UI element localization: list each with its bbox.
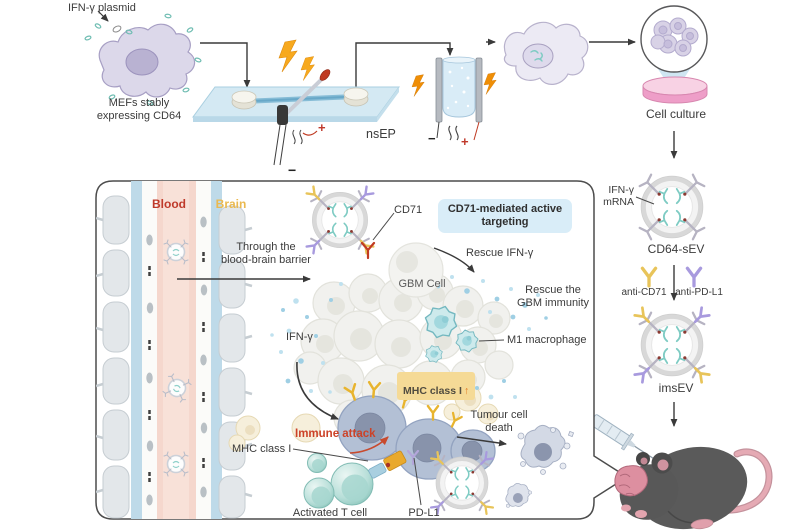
chip-minus-symbol: − (288, 162, 297, 178)
lightning-icon (278, 39, 298, 73)
black-electrode (277, 105, 288, 125)
plasmid-icons (84, 13, 202, 106)
lightning-icon (300, 56, 315, 81)
mef-cell-illustration (84, 10, 202, 106)
imsev-icon (633, 306, 711, 384)
bottom-imsev-icon (429, 450, 495, 516)
astrocyte-endfeet (102, 195, 246, 519)
imsev-label: imsEV (658, 381, 694, 395)
ifn-plasmid-icon (112, 25, 122, 33)
cultured-cells (650, 17, 699, 57)
m1-macrophage-label: M1 macrophage (507, 334, 587, 346)
anti-cd71-label: anti-CD71 (621, 287, 667, 298)
sev-particle-icon (163, 239, 189, 265)
anti-pdl1-antibody-icon (685, 266, 703, 288)
electrode-wires (273, 124, 303, 166)
cd71-pointer (372, 212, 395, 241)
targeting-box: CD71-mediated active targeting (438, 199, 572, 233)
cuvette-minus-symbol: − (428, 131, 436, 146)
ifn-plasmid-label: IFN-γ plasmid (68, 2, 136, 14)
pd-l1-label: PD-L1 (408, 507, 440, 519)
tumour-debris-icon (505, 483, 532, 508)
ifn-mrna-pointer (635, 196, 655, 205)
cuvette-illustration (411, 56, 497, 141)
ifn-gamma-dots (270, 275, 548, 400)
panel-arrows (292, 247, 507, 506)
activated-t-cell-label: Activated T cell (292, 507, 368, 519)
brain-label: Brain (215, 197, 247, 211)
mhc-up-text: MHC class I (403, 385, 462, 398)
cd64-sev-label: CD64-sEV (647, 242, 705, 256)
cuvette-plus-symbol: + (461, 134, 469, 149)
plasmid-pointer-arrow (97, 10, 109, 22)
endothelial-nuclei (146, 216, 208, 506)
gbm-cell-label: GBM Cell (398, 278, 446, 290)
lightning-icon (483, 72, 497, 95)
red-wire (302, 130, 318, 136)
pd-l1-receptor-icon (406, 449, 420, 466)
pipette-red-tip (319, 69, 331, 81)
mhc-class-i-label: MHC class I (232, 443, 292, 455)
mhc-upregulated-box: MHC class I↑ (397, 372, 476, 400)
anti-pdl1-label: anti-PD-L1 (675, 287, 723, 298)
lightning-icon (411, 74, 425, 97)
immune-attack-label: Immune attack (295, 428, 376, 440)
rescue-ifn-label: Rescue IFN-γ (466, 247, 534, 259)
tumour-death-label: Tumour cell death (470, 409, 528, 434)
cd64-sev-icon (640, 175, 705, 240)
tcr-mhc-connector (368, 450, 407, 479)
cd71-receptor-icon (360, 241, 376, 260)
blood-vessel-illustration (96, 181, 253, 519)
tumour-debris-icon (517, 424, 575, 475)
rescue-immunity-label: Rescue the GBM immunity (516, 284, 590, 309)
transfected-cell-illustration (503, 21, 589, 85)
cell-culture-illustration (640, 5, 708, 104)
mouse-head-illustration (614, 452, 679, 520)
t-cell-icons (303, 453, 374, 509)
cd71-label: CD71 (394, 204, 423, 216)
sev-particle-icon (163, 451, 189, 477)
mefs-label: MEFs stably expressing CD64 (96, 97, 182, 122)
bbb-label: Through the blood-brain barrier (221, 241, 311, 266)
ifn-mrna-label: IFN-γ mRNA (603, 184, 634, 209)
pipette-rod (284, 76, 325, 116)
blood-label: Blood (152, 197, 186, 211)
nsep-label: nsEP (366, 127, 396, 141)
brain-icon (614, 465, 648, 497)
ifn-gamma-label: IFN-γ (286, 331, 313, 343)
tight-junctions (148, 252, 205, 482)
workflow-arrows (200, 38, 678, 427)
nsep-chip-illustration (192, 39, 400, 166)
chip-plus-symbol: + (318, 120, 326, 135)
up-arrow-icon: ↑ (463, 385, 470, 398)
cell-culture-label: Cell culture (645, 107, 707, 121)
anti-cd71-antibody-icon (640, 266, 658, 288)
chip-reservoirs (231, 87, 369, 110)
targeted-gbm-cell (388, 242, 444, 298)
